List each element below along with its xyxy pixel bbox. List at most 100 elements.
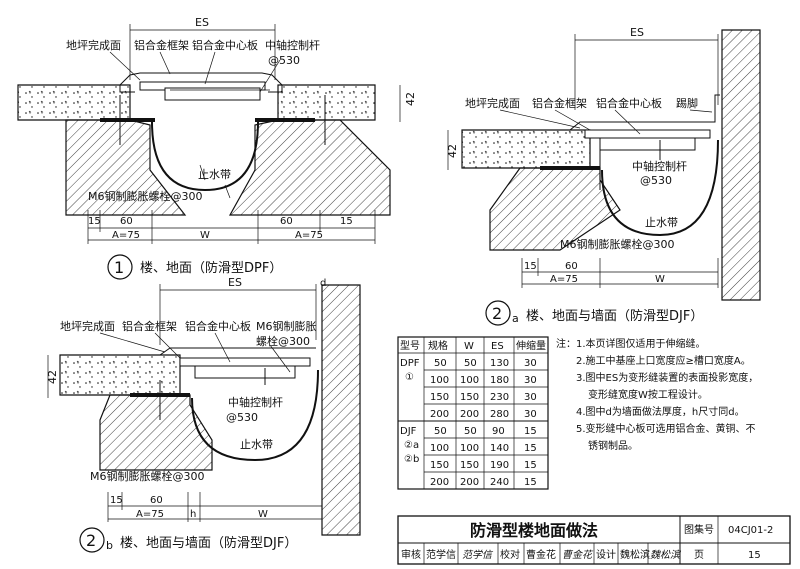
svg-text:100: 100 bbox=[430, 443, 449, 454]
detail1-caption: 楼、地面（防滑型DPF） bbox=[140, 260, 282, 276]
detail2a-number-circle bbox=[485, 300, 511, 326]
table-row: 100 100 180 30 bbox=[430, 375, 537, 386]
detail2b-label-centerplate: 铝合金中心板 bbox=[185, 319, 251, 333]
detail2a-label-centerplate: 铝合金中心板 bbox=[596, 96, 662, 110]
svg-text:130: 130 bbox=[490, 358, 509, 369]
detail2a-dim-15: 15 bbox=[524, 261, 537, 272]
svg-text:50: 50 bbox=[464, 426, 477, 437]
detail2a-rod: 中轴控制杆 bbox=[632, 159, 687, 173]
svg-text:200: 200 bbox=[430, 409, 449, 420]
detail2a-label-frame: 铝合金框架 bbox=[532, 96, 587, 110]
detail1-bolt: M6钢制膨胀螺栓@300 bbox=[88, 189, 203, 203]
page-number: 15 bbox=[748, 550, 761, 561]
note-item: 2.施工中基座上口宽度应≥槽口宽度A。 bbox=[576, 354, 751, 367]
detail2b-d-label: d bbox=[320, 278, 326, 289]
svg-text:30: 30 bbox=[524, 358, 537, 369]
detail1-label-floor: 地坪完成面 bbox=[66, 38, 121, 52]
table-row: 150 150 190 15 bbox=[430, 460, 537, 471]
detail2a-bolt: M6钢制膨胀螺栓@300 bbox=[560, 237, 675, 251]
svg-text:30: 30 bbox=[524, 409, 537, 420]
svg-text:150: 150 bbox=[430, 460, 449, 471]
svg-text:90: 90 bbox=[492, 426, 505, 437]
detail2b-bolt: M6钢制膨胀螺栓@300 bbox=[90, 469, 205, 483]
note-item: 4.图中d为墙面做法厚度，h尺寸同d。 bbox=[576, 405, 745, 418]
checker-signature: 曹金花 bbox=[562, 549, 594, 561]
detail1-dim-60a: 60 bbox=[120, 216, 133, 227]
detail2b-sub: b bbox=[106, 539, 113, 552]
detail2a-dim-42: 42 bbox=[446, 144, 459, 158]
detail1-number: 1 bbox=[114, 258, 124, 277]
detail2b-label-frame: 铝合金框架 bbox=[122, 319, 177, 333]
table-row: 200 200 240 15 bbox=[430, 477, 537, 488]
detail2b-dim-w: W bbox=[258, 509, 268, 520]
table-header-model: 型号 bbox=[400, 339, 420, 352]
detail1-label-rod-spacing: @530 bbox=[268, 54, 300, 67]
detail2b-label-bolt1: M6钢制膨胀 bbox=[256, 319, 317, 333]
svg-text:15: 15 bbox=[524, 426, 537, 437]
table-group2-model: DJF bbox=[400, 426, 417, 437]
detail1-waterstop: 止水带 bbox=[198, 168, 231, 181]
detail2b-rod: 中轴控制杆 bbox=[228, 395, 283, 409]
table-header-movement: 伸缩量 bbox=[516, 339, 546, 352]
design-label: 设计 bbox=[596, 548, 616, 561]
table-row: 50 50 90 15 bbox=[434, 426, 537, 437]
table-group2-ref-a: ②a bbox=[404, 440, 419, 451]
detail1-label-frame: 铝合金框架 bbox=[134, 38, 189, 52]
detail2a-dim-60: 60 bbox=[565, 261, 578, 272]
svg-text:100: 100 bbox=[460, 443, 479, 454]
detail-2b-section: ES d 地坪完成面 铝合金框架 铝合金中心板 M6钢制膨胀 螺栓@300 42… bbox=[46, 276, 361, 553]
notes: 注： 1.本页详图仅适用于伸缩缝。 2.施工中基座上口宽度应≥槽口宽度A。 3.… bbox=[556, 337, 758, 452]
detail1-dim-15a: 15 bbox=[88, 216, 101, 227]
note-item: 锈钢制品。 bbox=[588, 439, 638, 452]
svg-text:200: 200 bbox=[430, 477, 449, 488]
title-block: 防滑型楼地面做法 图集号 04CJ01-2 页 15 审核 范学信 范学信 校对… bbox=[397, 515, 791, 565]
detail2a-rod-spacing: @530 bbox=[640, 174, 672, 187]
reviewer-signature: 范学信 bbox=[462, 549, 494, 561]
detail1-label-centerplate: 铝合金中心板 bbox=[192, 38, 258, 52]
table-header-es: ES bbox=[491, 341, 504, 352]
reviewer-name: 范学信 bbox=[426, 548, 456, 561]
check-label: 校对 bbox=[500, 548, 520, 561]
atlas-number: 04CJ01-2 bbox=[728, 525, 773, 536]
svg-text:100: 100 bbox=[430, 375, 449, 386]
detail2b-dim-15: 15 bbox=[110, 495, 123, 506]
detail1-dim-42: 42 bbox=[404, 92, 417, 106]
checker-name: 曹金花 bbox=[526, 548, 556, 561]
detail2a-label-skirting: 踢脚 bbox=[676, 96, 698, 110]
spec-table: 型号 规格 W ES 伸缩量 DPF ① 50 50 130 30 100 10… bbox=[397, 336, 549, 490]
detail2b-dim-h: h bbox=[190, 509, 196, 520]
note-item: 3.图中ES为变形缝装置的表面投影宽度， bbox=[576, 371, 758, 384]
sheet-title: 防滑型楼地面做法 bbox=[470, 521, 598, 540]
table-group1-ref: ① bbox=[405, 372, 414, 383]
svg-text:15: 15 bbox=[524, 477, 537, 488]
table-group1-model: DPF bbox=[400, 358, 420, 369]
detail2b-dim-42: 42 bbox=[46, 370, 59, 384]
detail1-number-circle bbox=[107, 254, 133, 280]
svg-text:200: 200 bbox=[460, 477, 479, 488]
detail2a-label-floor: 地坪完成面 bbox=[465, 96, 520, 110]
note-item: 变形缝宽度W按工程设计。 bbox=[588, 388, 708, 401]
svg-text:200: 200 bbox=[460, 409, 479, 420]
detail2b-label-floor: 地坪完成面 bbox=[60, 319, 115, 333]
detail2a-number: 2 bbox=[492, 304, 502, 323]
svg-text:50: 50 bbox=[434, 358, 447, 369]
detail1-es-label: ES bbox=[195, 16, 209, 29]
svg-text:30: 30 bbox=[524, 375, 537, 386]
svg-text:50: 50 bbox=[434, 426, 447, 437]
atlas-label: 图集号 bbox=[684, 523, 714, 536]
detail2b-es-label: ES bbox=[228, 276, 242, 289]
svg-text:150: 150 bbox=[460, 460, 479, 471]
table-row: 150 150 230 30 bbox=[430, 392, 537, 403]
note-item: 5.变形缝中心板可选用铝合金、黄铜、不 bbox=[576, 422, 756, 435]
table-header-spec: 规格 bbox=[428, 339, 448, 352]
note-item: 1.本页详图仅适用于伸缩缝。 bbox=[576, 337, 706, 350]
detail2b-caption: 楼、地面与墙面（防滑型DJF） bbox=[120, 535, 297, 551]
designer-name: 魏松滨 bbox=[620, 548, 650, 561]
detail2a-sub: a bbox=[512, 312, 519, 325]
svg-text:15: 15 bbox=[524, 443, 537, 454]
detail-2a-section: ES 地坪完成面 铝合金框架 铝合金中心板 踢脚 42 中轴控制杆 @530 止… bbox=[446, 26, 761, 326]
table-group2-ref-b: ②b bbox=[404, 454, 419, 465]
svg-text:100: 100 bbox=[460, 375, 479, 386]
page-label: 页 bbox=[694, 549, 704, 561]
